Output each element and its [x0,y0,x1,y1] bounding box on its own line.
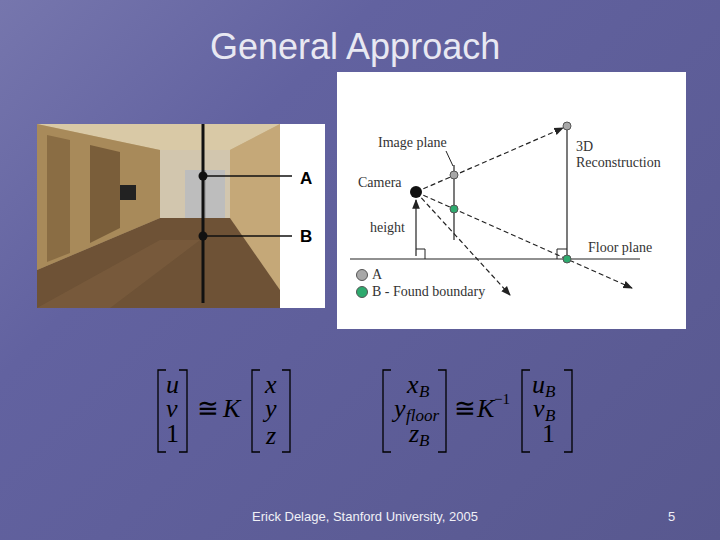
math-symbol: ≅ [454,394,476,424]
hallway-photo [37,124,280,308]
math-superscript: −1 [494,391,510,408]
math-symbol: ≅ [197,394,219,424]
diagram-label: 3D Reconstruction [576,139,676,171]
footer-credit: Erick Delage, Stanford University, 2005 [252,510,478,525]
page-number: 5 [668,510,675,525]
math-subscript: B [419,382,429,402]
math-symbol: K [223,394,240,424]
math-symbol: x [407,370,419,400]
diagram-label: Floor plane [588,240,652,256]
slide-title: General Approach [210,26,500,67]
math-symbol: z [266,421,276,451]
math-symbol: y [265,394,277,424]
legend-swatch [356,286,368,298]
matrix-brackets [158,370,572,452]
point-label: B [300,227,312,247]
math-subscript: B [545,382,555,402]
legend-text: B - Found boundary [372,284,485,300]
diagram-label: Camera [358,175,402,191]
math-symbol: y [394,394,406,424]
point-label: A [300,169,312,189]
math-symbol: z [409,419,419,449]
geometry-panel [337,72,686,329]
math-symbol: 1 [542,419,555,449]
legend-text: A [372,267,382,283]
math-subscript: B [419,431,429,451]
math-symbol: 1 [166,419,179,449]
diagram-label: height [370,220,405,236]
legend-swatch [356,269,368,281]
diagram-label: Image plane [378,135,447,151]
math-symbol: K [477,394,494,424]
